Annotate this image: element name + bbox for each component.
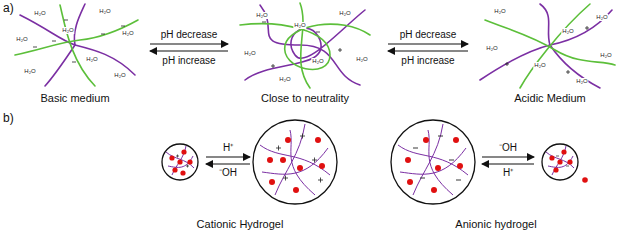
- water-label: H₂O: [493, 8, 506, 15]
- state-label: Basic medium: [40, 92, 109, 104]
- water-label: H₂O: [278, 76, 291, 83]
- water-label: H₂O: [15, 36, 28, 43]
- hydrogel-label: Cationic Hydrogel: [197, 218, 284, 230]
- water-label: H₂O: [355, 56, 368, 63]
- arrow-label: pH decrease: [161, 29, 218, 40]
- water-label: H₂O: [595, 14, 608, 21]
- water-label: H₂O: [61, 27, 74, 34]
- state-label: Acidic Medium: [514, 92, 586, 104]
- water-label: H₂O: [23, 68, 36, 75]
- water-label: H₂O: [599, 52, 612, 59]
- water-label: H₂O: [243, 50, 256, 57]
- arrow-label: H⁺: [223, 142, 233, 153]
- water-label: H₂O: [293, 22, 306, 29]
- arrow-label: H⁺: [503, 167, 513, 178]
- water-label: H₂O: [33, 10, 46, 17]
- water-label: H₂O: [113, 72, 126, 79]
- water-label: H₂O: [485, 45, 498, 52]
- water-label: H₂O: [311, 58, 324, 65]
- arrow-label: ⁻OH: [219, 167, 237, 178]
- water-label: H₂O: [338, 10, 351, 17]
- water-label: H₂O: [255, 12, 268, 19]
- arrow-label: pH decrease: [400, 29, 457, 40]
- water-label: H₂O: [533, 62, 546, 69]
- water-label: H₂O: [98, 8, 111, 15]
- water-label: H₂O: [575, 78, 588, 85]
- water-label: H₂O: [85, 56, 98, 63]
- water-label: H₂O: [121, 30, 134, 37]
- panel-letter: a): [3, 2, 14, 15]
- panel-letter: b): [3, 112, 14, 125]
- arrow-label: pH increase: [162, 55, 215, 66]
- arrow-label: ⁻OH: [499, 142, 517, 153]
- state-label: Close to neutrality: [261, 92, 349, 104]
- water-label: H₂O: [561, 28, 574, 35]
- hydrogel-label: Anionic hydrogel: [455, 218, 536, 230]
- arrow-label: pH increase: [401, 55, 454, 66]
